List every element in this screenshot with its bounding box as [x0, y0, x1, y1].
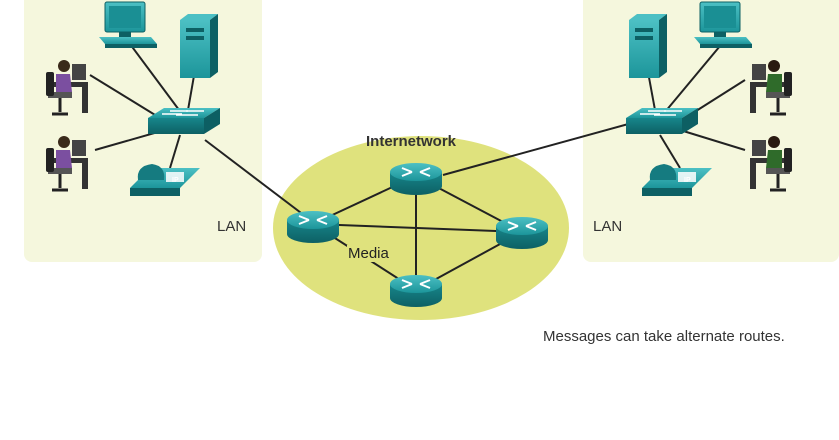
user-workstation-icon — [748, 58, 794, 116]
desktop-computer-icon — [693, 1, 753, 49]
left-lan-links — [89, 39, 196, 169]
ip-phone-icon — [130, 164, 200, 196]
user-workstation-icon — [44, 134, 90, 192]
switch-icon — [147, 107, 221, 135]
media-label: Media — [347, 245, 390, 262]
user-workstation-icon — [44, 58, 90, 116]
caption-text: Messages can take alternate routes. — [543, 328, 785, 345]
internetwork-title: Internetwork — [366, 133, 457, 150]
right-lan-label: LAN — [593, 218, 623, 235]
server-icon — [180, 14, 218, 78]
router-icon — [389, 274, 443, 308]
router-icon — [286, 210, 340, 244]
desktop-computer-icon — [98, 1, 158, 49]
switch-icon — [625, 107, 699, 135]
server-icon — [629, 14, 667, 78]
wan-links — [204, 122, 633, 223]
user-workstation-icon — [748, 134, 794, 192]
left-lan-label: LAN — [217, 218, 247, 235]
ip-phone-icon — [642, 164, 712, 196]
router-icon — [495, 216, 549, 250]
router-icon — [389, 162, 443, 196]
